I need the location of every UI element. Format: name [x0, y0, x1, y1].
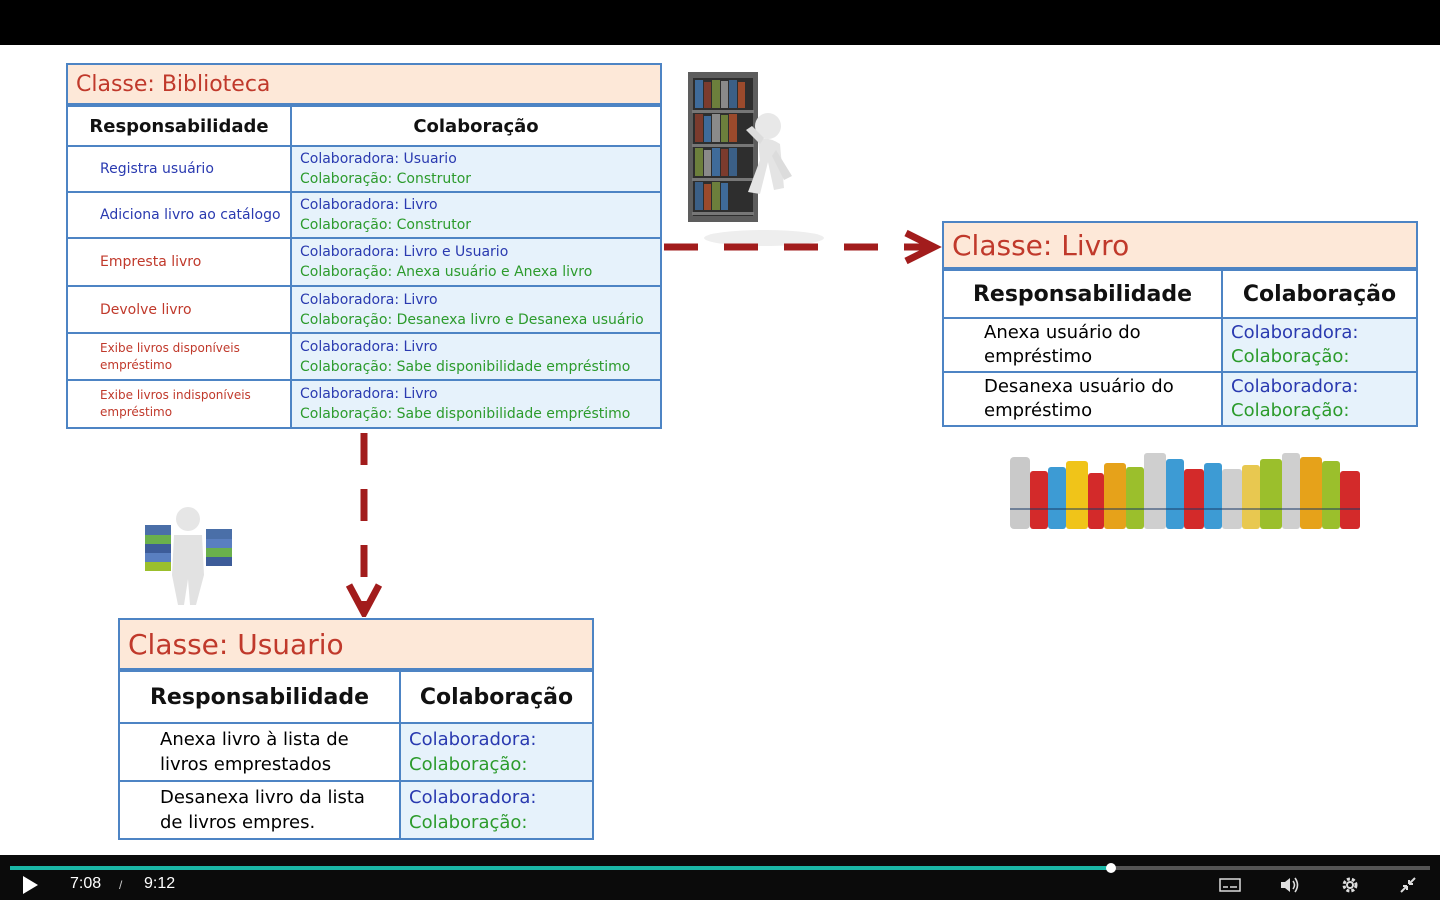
- crc-card-biblioteca: Classe: Biblioteca Responsabilidade Cola…: [66, 63, 662, 429]
- play-icon[interactable]: [18, 874, 42, 896]
- header-colaboracao: Colaboração: [399, 670, 592, 724]
- table-row: Exibe livros indisponíveis empréstimo Co…: [68, 379, 660, 427]
- table-row: Exibe livros disponíveis empréstimo Cola…: [68, 332, 660, 381]
- settings-icon[interactable]: [1338, 874, 1362, 896]
- collaboration-cell: Colaboradora:Colaboração:: [399, 780, 592, 838]
- crc-table: Responsabilidade Colaboração Anexa livro…: [120, 670, 592, 838]
- current-time: 7:08: [70, 875, 102, 892]
- bookshelf-figure-illustration: [688, 72, 824, 246]
- player-controls: 7:08 / 9:12: [0, 855, 1440, 900]
- video-frame[interactable]: Classe: Biblioteca Responsabilidade Cola…: [0, 45, 1440, 855]
- card-title: Classe: Biblioteca: [68, 65, 660, 105]
- responsibility-cell: Anexa usuário do empréstimo: [944, 317, 1223, 373]
- responsibility-cell: Empresta livro: [68, 237, 292, 287]
- crc-table: Responsabilidade Colaboração Anexa usuár…: [944, 269, 1416, 425]
- header-responsabilidade: Responsabilidade: [120, 670, 401, 724]
- responsibility-cell: Desanexa usuário do empréstimo: [944, 371, 1223, 425]
- table-row: Desanexa usuário do empréstimo Colaborad…: [944, 371, 1416, 425]
- progress-thumb[interactable]: [1105, 863, 1116, 873]
- table-row: Empresta livro Colaboradora: Livro e Usu…: [68, 237, 660, 287]
- crc-table: Responsabilidade Colaboração Registra us…: [68, 105, 660, 427]
- responsibility-cell: Adiciona livro ao catálogo: [68, 191, 292, 239]
- responsibility-cell: Exibe livros indisponíveis empréstimo: [68, 379, 292, 427]
- card-title: Classe: Livro: [944, 223, 1416, 269]
- books-row-illustration: [1010, 453, 1360, 529]
- responsibility-cell: Desanexa livro da lista de livros empres…: [120, 780, 401, 838]
- figure-carrying-books-illustration: [145, 507, 232, 605]
- table-row: Desanexa livro da lista de livros empres…: [120, 780, 592, 838]
- responsibility-cell: Anexa livro à lista de livros emprestado…: [120, 722, 401, 782]
- progress-bar[interactable]: [10, 863, 1430, 873]
- table-row: Anexa livro à lista de livros emprestado…: [120, 722, 592, 782]
- progress-fill: [10, 866, 1111, 870]
- collaboration-cell: Colaboradora:Colaboração:: [1221, 317, 1416, 373]
- card-title: Classe: Usuario: [120, 620, 592, 670]
- time-separator: /: [119, 878, 123, 892]
- responsibility-cell: Registra usuário: [68, 145, 292, 193]
- volume-icon[interactable]: [1278, 874, 1302, 896]
- header-responsabilidade: Responsabilidade: [68, 105, 292, 147]
- duration: 9:12: [144, 875, 176, 892]
- header-responsabilidade: Responsabilidade: [944, 269, 1223, 319]
- dashed-arrow-to-livro: [664, 229, 942, 265]
- dashed-arrow-to-usuario: [345, 433, 383, 617]
- header-colaboracao: Colaboração: [290, 105, 660, 147]
- table-row: Adiciona livro ao catálogo Colaboradora:…: [68, 191, 660, 239]
- header-colaboracao: Colaboração: [1221, 269, 1416, 319]
- exit-fullscreen-icon[interactable]: [1396, 874, 1420, 896]
- responsibility-cell: Devolve livro: [68, 285, 292, 334]
- collaboration-cell: Colaboradora:Colaboração:: [1221, 371, 1416, 425]
- captions-icon[interactable]: [1218, 874, 1242, 896]
- crc-card-usuario: Classe: Usuario Responsabilidade Colabor…: [118, 618, 594, 840]
- responsibility-cell: Exibe livros disponíveis empréstimo: [68, 332, 292, 381]
- crc-card-livro: Classe: Livro Responsabilidade Colaboraç…: [942, 221, 1418, 427]
- table-row: Anexa usuário do empréstimo Colaboradora…: [944, 317, 1416, 373]
- collaboration-cell: Colaboradora:Colaboração:: [399, 722, 592, 782]
